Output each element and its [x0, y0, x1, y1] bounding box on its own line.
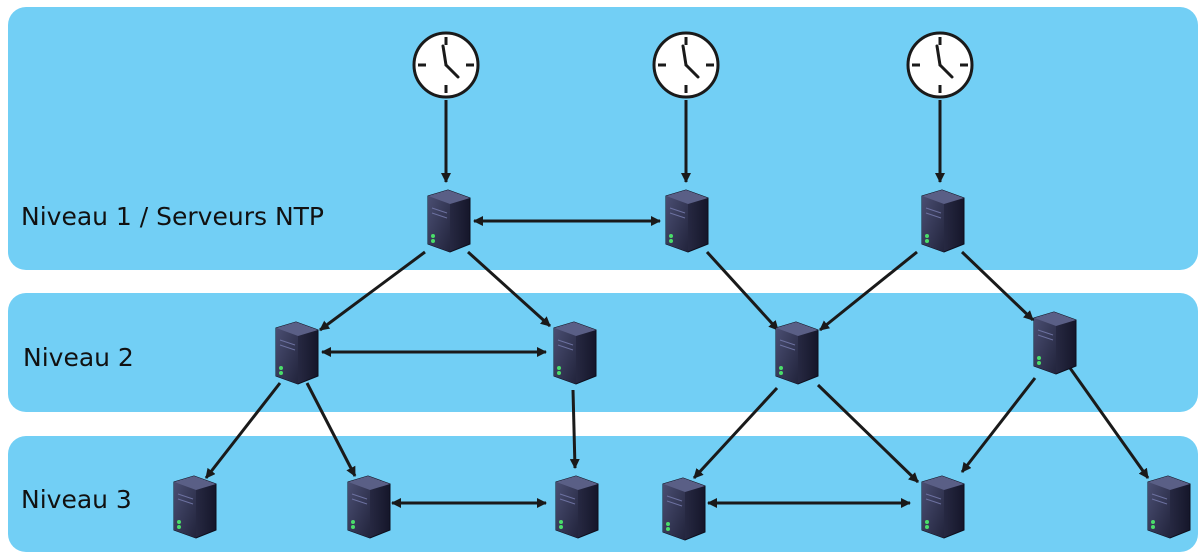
clock-icon [906, 31, 974, 99]
arrows-layer [204, 100, 1150, 508]
server-icon [553, 321, 597, 385]
level-2-band [8, 293, 1198, 412]
link-l1-c-l2-d [960, 250, 1035, 322]
clock-icon [412, 31, 480, 99]
server-icon [662, 477, 706, 541]
server-icon [921, 189, 965, 253]
server-icon [347, 475, 391, 539]
level-1-band [8, 7, 1198, 270]
link-l1-c-l2-c [819, 250, 918, 332]
server-icon [665, 189, 709, 253]
level-2-label: Niveau 2 [23, 343, 134, 372]
server-icon [173, 475, 217, 539]
link-l1-b-l2-c [705, 250, 780, 332]
link-l1-a-l2-a [319, 250, 426, 332]
link-l2-c-l3-e [816, 383, 920, 484]
server-icon [1147, 475, 1191, 539]
level-3-label: Niveau 3 [21, 485, 132, 514]
link-l2-d-l3-e [960, 377, 1037, 473]
link-l1-a-l2-b [466, 250, 552, 328]
link-l2-a-l3-a [204, 382, 282, 479]
level-1-label: Niveau 1 / Serveurs NTP [21, 202, 325, 231]
server-icon [921, 475, 965, 539]
link-l2-d-l3-f [1068, 367, 1150, 479]
link-l2-b-l3-c [569, 389, 580, 469]
server-icon [555, 475, 599, 539]
server-icon [275, 321, 319, 385]
server-icon [1033, 311, 1077, 375]
server-icon [775, 321, 819, 385]
clock-icon [652, 31, 720, 99]
link-l2-c-l3-d [692, 386, 779, 480]
link-l2-a-l3-b [305, 382, 357, 477]
server-icon [427, 189, 471, 253]
